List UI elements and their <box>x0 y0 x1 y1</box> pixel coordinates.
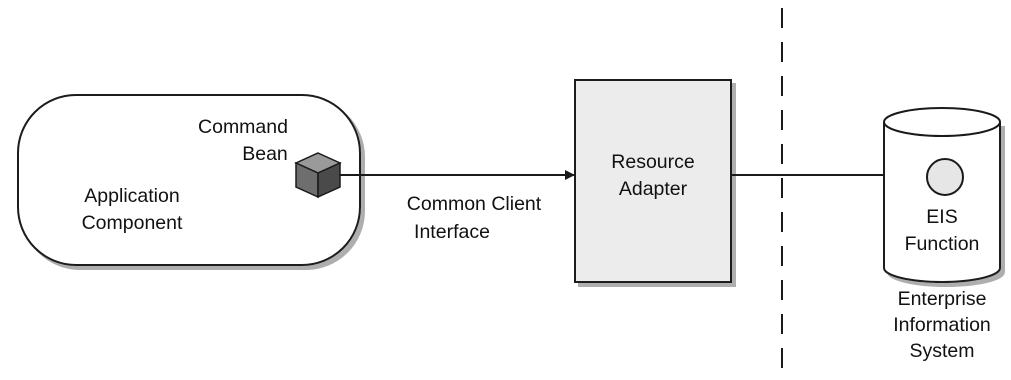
common-client-interface-label-line1: Common Client <box>407 193 542 215</box>
eis-system-label-line1: Enterprise <box>898 288 987 310</box>
resource-adapter-box <box>574 79 732 283</box>
command-bean-label-line1: Command <box>198 116 288 138</box>
eis-cylinder-top <box>883 107 1001 137</box>
function-circle-icon <box>926 158 964 196</box>
command-bean: Command Bean <box>198 116 342 199</box>
eis-cylinder-body <box>883 122 1001 283</box>
application-component-label-line1: Application <box>84 185 179 207</box>
resource-adapter-label-line2: Adapter <box>619 178 688 200</box>
application-component-container <box>17 94 361 266</box>
application-component: Application Component <box>17 94 361 266</box>
common-client-interface-label-line2: Interface <box>414 221 490 243</box>
cube-right-face <box>317 161 341 199</box>
eis-function-label-line2: Function <box>905 233 980 255</box>
resource-adapter-label-line1: Resource <box>611 151 694 173</box>
application-component-label-line2: Component <box>82 212 183 234</box>
database-cylinder-icon: EIS Function <box>883 107 1001 283</box>
command-bean-label-line2: Bean <box>242 143 288 165</box>
eis-system-label-line3: System <box>909 340 974 362</box>
eis-function-label-line1: EIS <box>926 206 957 228</box>
cube-icon <box>294 152 342 199</box>
resource-adapter: Resource Adapter <box>574 79 732 283</box>
eis-system-label-line2: Information <box>893 314 991 336</box>
